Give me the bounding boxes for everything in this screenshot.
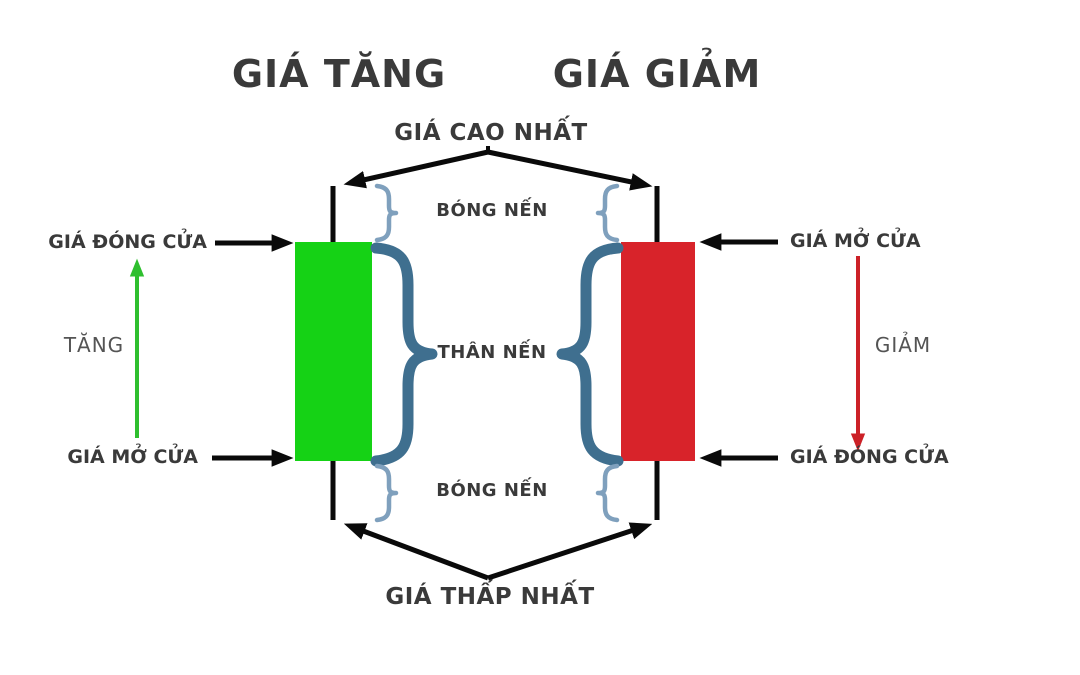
bull-upper-shadow-brace-icon (374, 183, 399, 243)
bear-lower-shadow-brace-icon (595, 463, 620, 523)
label-candle-body: THÂN NẾN (437, 342, 547, 363)
bear-body-brace-icon (556, 242, 624, 467)
label-bear-open-price: GIÁ MỞ CỬA (790, 230, 921, 252)
label-bear-close-price: GIÁ ĐÓNG CỬA (790, 446, 949, 468)
label-bull-close-price: GIÁ ĐÓNG CỬA (48, 231, 207, 253)
label-fall: GIẢM (874, 333, 932, 357)
low-arrow-left-icon (343, 523, 489, 581)
title-price-down: GIÁ GIẢM (552, 52, 762, 96)
label-rise: TĂNG (63, 333, 125, 357)
high-arrow-left-icon (343, 149, 489, 189)
label-lower-shadow: BÓNG NẾN (436, 480, 548, 501)
label-bull-open-price: GIÁ MỞ CỬA (67, 446, 198, 468)
title-price-up: GIÁ TĂNG (231, 52, 447, 96)
bear-upper-shadow-brace-icon (595, 183, 620, 243)
label-upper-shadow: BÓNG NẾN (436, 200, 548, 221)
label-highest-price: GIÁ CAO NHẤT (394, 120, 588, 146)
bullish-candle-body (295, 242, 372, 461)
low-arrow-right-icon (487, 522, 653, 581)
bull-lower-shadow-brace-icon (374, 463, 399, 523)
label-lowest-price: GIÁ THẤP NHẤT (385, 584, 595, 610)
bearish-candle-body (621, 242, 695, 461)
high-arrow-right-icon (487, 149, 653, 191)
bull-body-brace-icon (370, 242, 438, 467)
